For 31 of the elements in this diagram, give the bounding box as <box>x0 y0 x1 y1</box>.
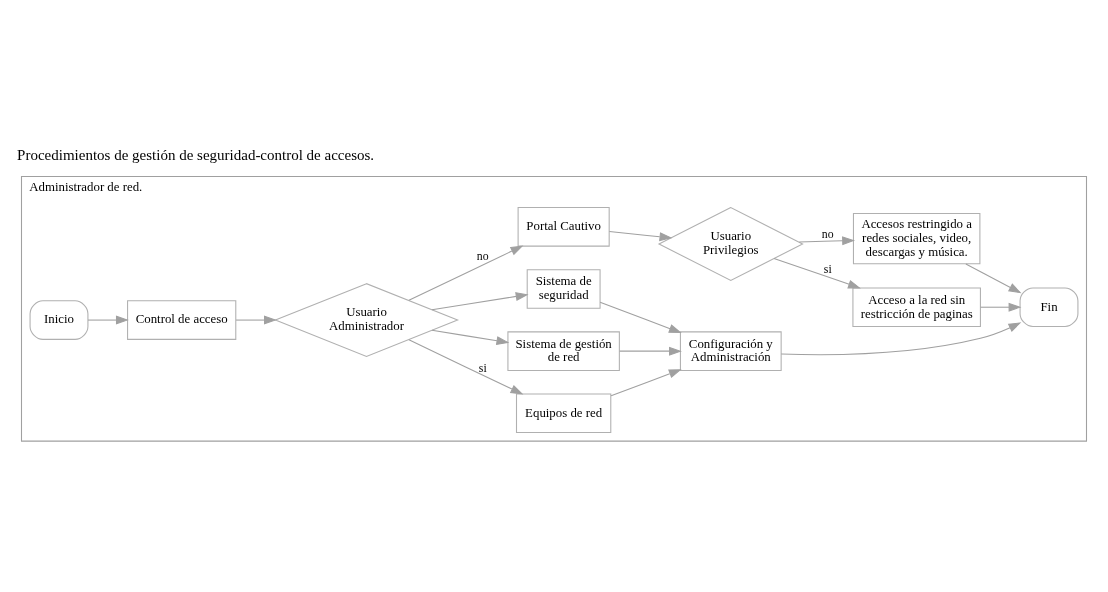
arrow <box>431 291 529 310</box>
arrow <box>235 315 277 325</box>
arrow <box>599 301 682 333</box>
arrow <box>619 346 682 356</box>
node-box: Accesos restringido a redes sociales, video, descargas y música. <box>852 212 981 264</box>
arrow <box>87 315 129 325</box>
edge-label: no <box>821 227 834 241</box>
arrow <box>798 235 856 245</box>
node-box: Equipos de red <box>515 392 612 433</box>
edge-label: no <box>476 249 489 263</box>
node-box: Inicio <box>29 299 89 340</box>
arrow <box>431 329 510 345</box>
arrow <box>408 338 524 395</box>
diagram-title: Procedimientos de gestión de seguridad-control de accesos. <box>17 146 375 163</box>
node-box: Fin <box>1019 286 1079 327</box>
arrow <box>608 230 673 241</box>
arrow <box>965 262 1022 293</box>
edge-label: si <box>478 361 487 375</box>
node-box: Acceso a la red sin restricción de paginas <box>852 286 981 327</box>
node-box: Configuración y Administración <box>679 330 782 371</box>
node-box: Control de acceso <box>127 299 237 340</box>
node-diamond: Usuario Administrador <box>274 282 459 357</box>
edge-label: si <box>823 262 832 276</box>
node-box: Sistema de gestión de red <box>507 330 620 371</box>
node-box: Portal Cautivo <box>517 206 610 247</box>
arrow <box>773 257 861 288</box>
arrow <box>780 321 1022 355</box>
node-box: Sistema de seguridad <box>526 268 601 309</box>
arrow <box>610 368 682 396</box>
arrow <box>408 245 524 301</box>
arrow <box>980 302 1022 312</box>
